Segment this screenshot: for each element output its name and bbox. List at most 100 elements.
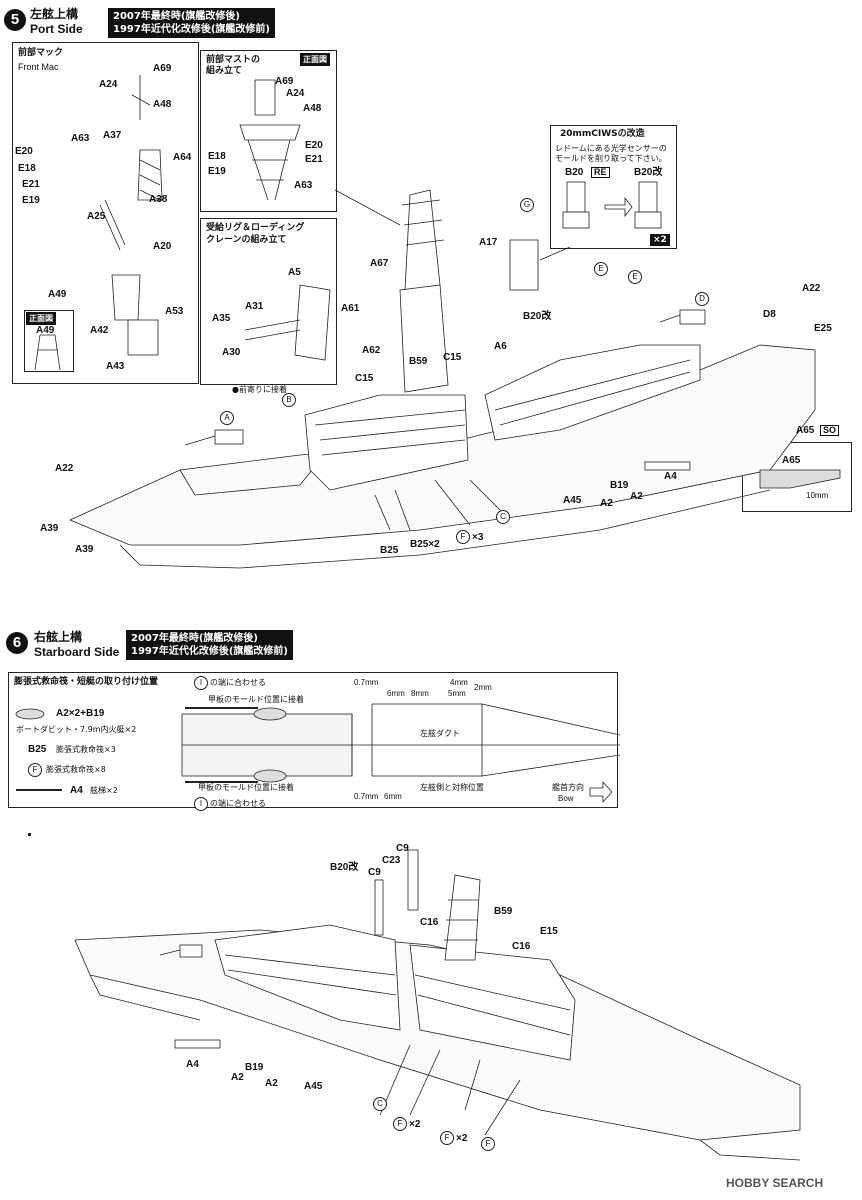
step5-version-badge: 2007年最終時(旗艦改修後) 1997年近代化改修後(旗艦改修前): [108, 8, 275, 38]
ciws-desc-1: レドームにある光学センサーの: [555, 144, 667, 153]
raft-legend-desc-1: ボートダビット・7.9m内火艇×2: [16, 725, 137, 734]
raft-legend-sym-1: A2×2+B19: [56, 708, 105, 719]
bow-direction-jp: 艦首方向: [552, 783, 584, 792]
part-label: A67: [370, 258, 389, 269]
part-circle: G: [520, 198, 534, 212]
raft-dim: 4mm: [450, 678, 468, 687]
step6-badge-line2: 1997年近代化改修後(旗艦改修前): [131, 646, 288, 657]
raft-box-title: 膨張式救命筏・短艇の取り付け位置: [14, 677, 159, 687]
part-label: C16: [512, 941, 531, 952]
part-label: B19: [245, 1062, 264, 1073]
ciws-desc-2: モールドを削り取って下さい。: [555, 154, 667, 163]
part-label: E15: [540, 926, 558, 937]
part-label: A45: [563, 495, 582, 506]
ciws-right-part: B20改: [634, 167, 663, 178]
front-mast-box: [200, 50, 337, 212]
part-label: A42: [90, 325, 109, 336]
part-label: A61: [341, 303, 360, 314]
part-label: A43: [106, 361, 125, 372]
part-label: A53: [165, 306, 184, 317]
part-label: D8: [763, 309, 776, 320]
part-label: B25: [380, 545, 399, 556]
raft-legend-sym-3: F: [28, 763, 42, 777]
a65-detail-part: A65: [782, 455, 801, 466]
part-label: A45: [304, 1081, 323, 1092]
part-circle: E: [594, 262, 608, 276]
step5-badge-line1: 2007年最終時(旗艦改修後): [113, 11, 240, 22]
front-mac-front-view-part: A49: [36, 325, 55, 336]
raft-duct: 左舷ダクト: [420, 729, 460, 738]
raft-note-bot-align: の端に合わせる: [210, 799, 266, 808]
part-label: A17: [479, 237, 498, 248]
part-label: E19: [208, 166, 226, 177]
part-label: E19: [22, 195, 40, 206]
part-label: B19: [610, 480, 629, 491]
step6-version-badge: 2007年最終時(旗艦改修後) 1997年近代化改修後(旗艦改修前): [126, 630, 293, 660]
a65-dim-2: 10mm: [806, 491, 829, 500]
part-circle: D: [695, 292, 709, 306]
part-label: A22: [55, 463, 74, 474]
raft-legend-sym-2: B25: [28, 744, 47, 755]
bow-direction-en: Bow: [558, 794, 574, 803]
i-marker-top: I: [194, 676, 208, 690]
step5-title-en: Port Side: [30, 22, 83, 36]
part-label: A20: [153, 241, 172, 252]
part-label: E18: [208, 151, 226, 162]
part-label: C16: [420, 917, 439, 928]
part-label: A4: [664, 471, 677, 482]
step6-title-en: Starboard Side: [34, 645, 120, 659]
i-marker-bottom: I: [194, 797, 208, 811]
part-label: A63: [294, 180, 313, 191]
hobby-search-watermark: HOBBY SEARCH: [726, 1176, 824, 1190]
part-label: A24: [286, 88, 305, 99]
part-label: E20: [15, 146, 33, 157]
part-label: A64: [173, 152, 192, 163]
part-label: E18: [18, 163, 36, 174]
step5-badge-line2: 1997年近代化改修後(旗艦改修前): [113, 24, 270, 35]
part-label: C23: [382, 855, 401, 866]
raft-position-box: [8, 672, 618, 808]
raft-note-top-glue: 甲板のモールド位置に接着: [208, 695, 304, 704]
step6-number: 6: [6, 632, 28, 654]
raft-legend-desc-3: 膨張式救命筏×8: [46, 765, 106, 774]
raft-note-bot-glue: 甲板のモールド位置に接着: [198, 783, 294, 792]
part-label: ×2: [456, 1133, 468, 1144]
front-mac-front-view-tag: 正面図: [26, 312, 56, 325]
part-label: C9: [396, 843, 409, 854]
part-label: A22: [802, 283, 821, 294]
ciws-title: 20mmCIWSの改造: [560, 129, 645, 139]
front-mac-title-en: Front Mac: [18, 62, 59, 72]
part-label: A30: [222, 347, 241, 358]
part-label: E21: [305, 154, 323, 165]
part-label: A39: [75, 544, 94, 555]
front-mast-title-1: 前部マストの: [206, 55, 261, 65]
part-label: ×3: [472, 532, 484, 543]
part-label: C15: [443, 352, 462, 363]
raft-dim: 0.7mm: [354, 792, 379, 801]
part-label: A65: [796, 425, 815, 436]
part-label: B59: [494, 906, 513, 917]
part-label: A63: [71, 133, 90, 144]
part-label: A38: [149, 194, 168, 205]
raft-dim: 6mm: [387, 689, 405, 698]
rig-crane-title-1: 受給リグ＆ローディング: [206, 223, 305, 233]
part-circle: C: [496, 510, 510, 524]
part-circle: F: [481, 1137, 495, 1151]
part-label: E21: [22, 179, 40, 190]
ciws-left-part: B20: [565, 167, 584, 178]
part-label: A2: [630, 491, 643, 502]
part-label: A35: [212, 313, 231, 324]
part-label: E20: [305, 140, 323, 151]
note-glue-front: ●前寄りに接着: [232, 385, 287, 394]
part-label: C9: [368, 867, 381, 878]
step5-title-jp: 左舷上構: [30, 7, 79, 21]
part-label: A2: [600, 498, 613, 509]
part-circle: A: [220, 411, 234, 425]
part-circle: B: [282, 393, 296, 407]
part-circle: E: [628, 270, 642, 284]
front-mac-front-view-box: [24, 310, 74, 372]
part-label: B20改: [523, 311, 552, 322]
raft-symmetric: 左舷側と対称位置: [420, 783, 484, 792]
part-label: A39: [40, 523, 59, 534]
